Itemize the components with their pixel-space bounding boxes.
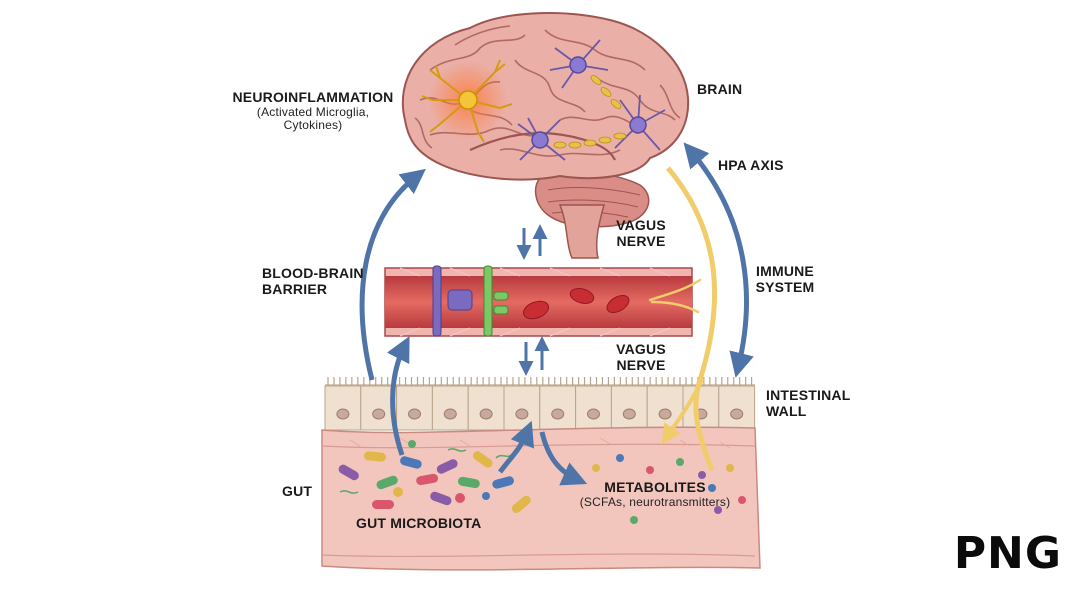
neuroinflammation-subtitle-2: Cytokines): [283, 118, 343, 133]
cell-nucleus: [551, 408, 565, 420]
cell-nucleus: [515, 408, 529, 420]
cell-nucleus: [587, 408, 600, 420]
metabolites-title: METABOLITES: [604, 479, 706, 495]
intestinal-wall-line-2: WALL: [766, 402, 807, 419]
label-vagus-nerve-bottom: VAGUS NERVE: [606, 341, 676, 373]
cell-nucleus: [658, 408, 672, 420]
cell-nucleus: [730, 408, 744, 420]
label-hpa-axis: HPA AXIS: [718, 157, 784, 173]
arrow-microbiota-to-wall: [498, 420, 535, 474]
epithelial-cell: [575, 385, 612, 431]
epithelial-cell: [467, 385, 505, 431]
arrow-microbiota-to-vessel: [387, 336, 410, 456]
blood-brain-barrier-line-2: BARRIER: [262, 280, 328, 297]
blood-brain-barrier-line-1: BLOOD-BRAIN: [262, 265, 364, 281]
cell-nucleus: [443, 408, 457, 420]
epithelial-cell: [539, 385, 577, 431]
metabolites-subtitle: (SCFAs, neurotransmitters): [579, 494, 731, 509]
cell-nucleus: [336, 408, 350, 420]
vagus-nerve-top-line-2: NERVE: [616, 232, 666, 249]
cell-nucleus: [479, 408, 493, 420]
label-intestinal-wall: INTESTINAL WALL: [766, 387, 851, 419]
label-gut: GUT: [282, 483, 313, 499]
immune-system-line-1: IMMUNE: [756, 263, 814, 279]
vagus-nerve-bottom-line-2: NERVE: [616, 356, 666, 373]
neuroinflammation-subtitle-1: (Activated Microglia,: [256, 104, 370, 119]
gut-lumen: [321, 426, 761, 571]
cell-nucleus: [372, 408, 386, 420]
intestinal-wall: [321, 377, 761, 571]
label-neuroinflammation: NEUROINFLAMMATION (Activated Microglia, …: [218, 89, 408, 133]
intestinal-wall-line-1: INTESTINAL: [766, 387, 851, 403]
neuroinflammation-title: NEUROINFLAMMATION: [232, 89, 394, 105]
immune-system-line-2: SYSTEM: [755, 278, 815, 295]
vagus-nerve-pathway: [666, 166, 718, 471]
activated-microglia-icon: [421, 59, 513, 143]
tight-junction-icon: [432, 265, 509, 337]
epithelial-cell: [324, 385, 362, 431]
vagus-nerve-bottom-line-1: VAGUS: [616, 341, 666, 357]
neuron-icon: [517, 39, 666, 161]
metabolite-dots: [592, 454, 746, 524]
brain-stem: [558, 204, 605, 259]
blood-vessel: [384, 265, 702, 337]
red-blood-cell: [522, 288, 630, 320]
arrow-wall-to-metabolites: [539, 431, 588, 486]
cell-nucleus: [408, 408, 421, 420]
arrow-gut-to-brain-bbb: [359, 168, 426, 381]
cell-nucleus: [622, 408, 636, 420]
arrows: [359, 142, 754, 486]
gut-microbiota-icons: [338, 440, 531, 514]
png-badge: PNG: [953, 528, 1062, 579]
epithelial-cell: [431, 385, 469, 431]
epithelial-cell: [396, 385, 433, 431]
label-blood-brain-barrier: BLOOD-BRAIN BARRIER: [262, 265, 364, 297]
label-immune-system: IMMUNE SYSTEM: [745, 263, 825, 295]
vagus-nerve-top-line-1: VAGUS: [616, 217, 666, 233]
label-metabolites: METABOLITES (SCFAs, neurotransmitters): [560, 479, 750, 509]
arrow-hpa-immune: [683, 142, 754, 378]
brain-illustration: [401, 12, 690, 259]
label-gut-microbiota: GUT MICROBIOTA: [356, 515, 482, 531]
epithelial-cell: [610, 385, 648, 431]
epithelial-cell: [718, 385, 756, 431]
label-vagus-nerve-top: VAGUS NERVE: [606, 217, 676, 249]
myelinated-axon: [553, 75, 627, 149]
epithelial-cell: [503, 385, 541, 431]
label-brain: BRAIN: [697, 81, 743, 97]
endothelium-lines: [399, 267, 671, 337]
